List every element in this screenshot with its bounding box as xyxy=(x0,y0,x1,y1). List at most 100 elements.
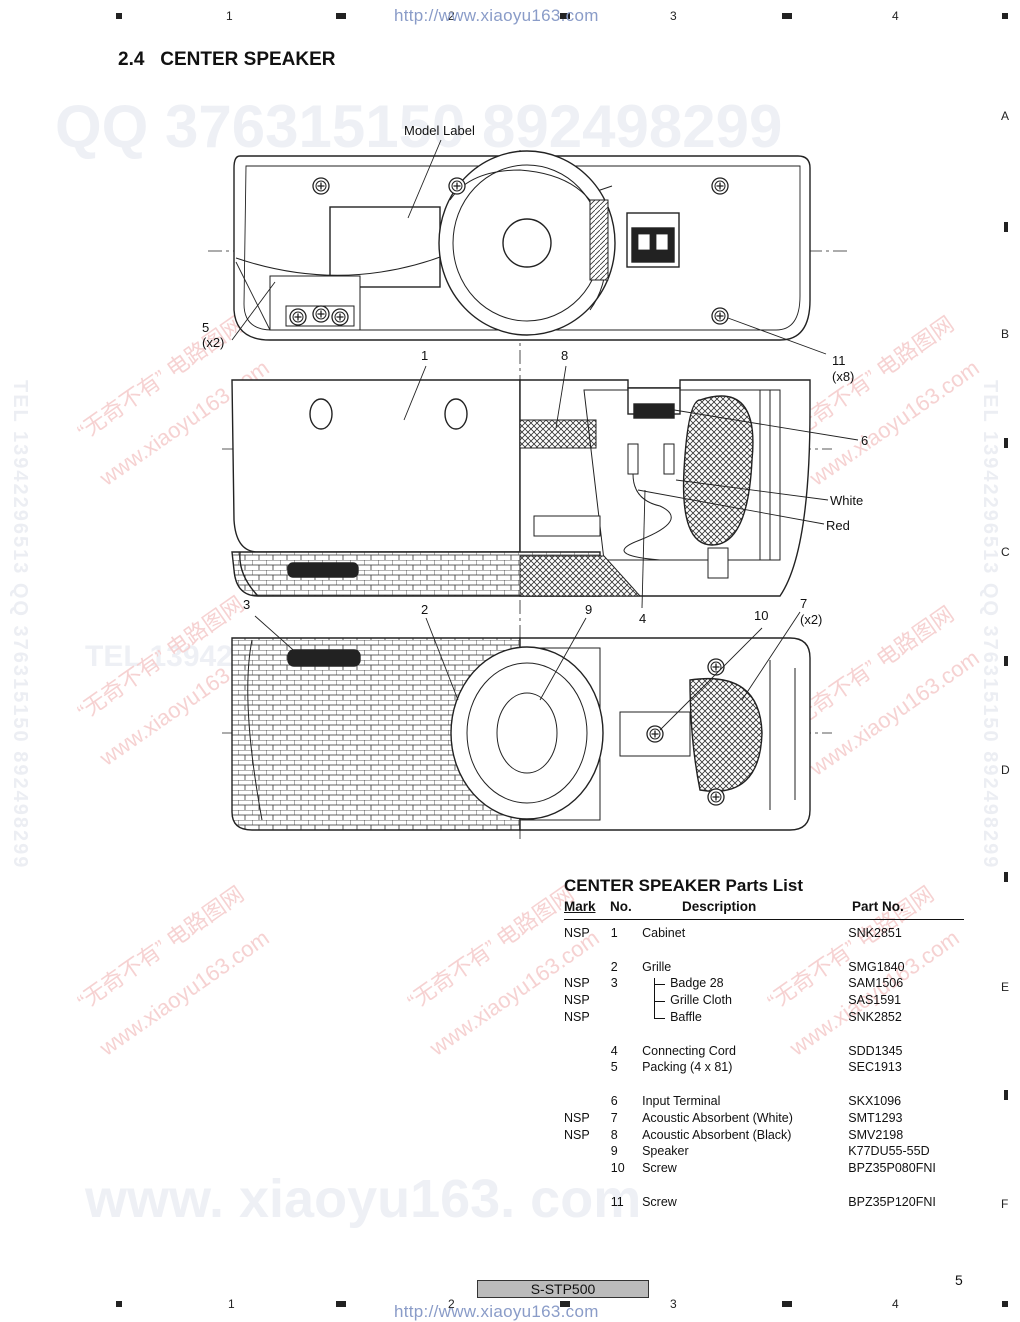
watermark-site-bottom: www. xiaoyu163. com xyxy=(85,1169,642,1229)
side-letter-e: E xyxy=(1001,980,1010,994)
bottom-front-view xyxy=(231,637,811,831)
part-code: SNK2852 xyxy=(848,1009,902,1024)
part-description: Speaker xyxy=(642,1144,689,1159)
callout-7-qty: (x2) xyxy=(800,612,823,627)
callout-5: 5 xyxy=(202,320,210,335)
callout-8: 8 xyxy=(561,348,569,363)
part-number: 4 xyxy=(610,1043,618,1058)
part-number: 1 xyxy=(610,926,618,940)
footer-grid-number-1: 1 xyxy=(228,1297,235,1311)
part-description: Packing (4 x 81) xyxy=(642,1060,733,1075)
grid-mark xyxy=(336,1301,346,1307)
callout-white: White xyxy=(830,493,864,508)
header-mark: Mark xyxy=(564,899,596,914)
middle-section-view xyxy=(231,379,811,597)
page-number: 5 xyxy=(955,1272,963,1288)
callout-3: 3 xyxy=(243,597,251,612)
side-mark xyxy=(1004,438,1008,448)
tree-connector xyxy=(654,1001,666,1019)
part-description: Screw xyxy=(642,1194,677,1209)
part-code: SMV2198 xyxy=(848,1127,904,1142)
part-number: 7 xyxy=(610,1110,618,1125)
callout-10: 10 xyxy=(754,608,769,623)
header-no: No. xyxy=(610,899,632,914)
callout-7: 7 xyxy=(800,596,808,611)
parts-list: CENTER SPEAKER Parts List Mark No. Descr… xyxy=(564,876,964,1212)
part-number: 11 xyxy=(610,1194,624,1209)
part-code: BPZ35P120FNI xyxy=(848,1194,936,1209)
part-code: SAM1506 xyxy=(848,976,904,991)
part-description: Screw xyxy=(642,1161,677,1176)
parts-list-header: Mark No. Description Part No. xyxy=(564,899,964,920)
watermark-vertical-left: TEL 13942296513 QQ 376315150 892498299 xyxy=(9,380,31,870)
footer-url-link[interactable]: http://www.xiaoyu163.com xyxy=(394,1302,599,1321)
leader-lines xyxy=(231,139,859,731)
part-mark: NSP xyxy=(564,1009,590,1024)
footer-model: S-STP500 xyxy=(477,1280,649,1298)
section-title: 2.4 CENTER SPEAKER xyxy=(118,49,336,70)
grid-mark xyxy=(782,1301,792,1307)
callout-9: 9 xyxy=(585,602,593,617)
parts-row xyxy=(564,1077,964,1094)
tree-connector xyxy=(654,985,666,1003)
tree-connector xyxy=(654,978,666,986)
part-description: Connecting Cord xyxy=(642,1043,736,1058)
callout-2: 2 xyxy=(421,602,429,617)
part-mark: NSP xyxy=(564,976,590,991)
part-description: Grille xyxy=(642,959,672,974)
parts-list-title: CENTER SPEAKER Parts List xyxy=(564,876,803,895)
grid-number-1: 1 xyxy=(226,9,233,23)
part-description: Input Terminal xyxy=(642,1093,721,1108)
part-code: SMG1840 xyxy=(848,959,905,974)
grid-number-3: 3 xyxy=(670,9,677,23)
header-description: Description xyxy=(682,899,757,914)
footer-grid-number-4: 4 xyxy=(892,1297,899,1311)
parts-row xyxy=(564,1178,964,1195)
grid-mark xyxy=(116,13,122,19)
center-speaker-exploded-diagram xyxy=(208,139,859,840)
callout-red: Red xyxy=(826,518,850,533)
grid-mark xyxy=(560,1301,570,1307)
side-letter-f: F xyxy=(1001,1197,1009,1211)
parts-row: 11 Screw BPZ35P120FNI xyxy=(564,1195,964,1212)
grid-mark xyxy=(1002,1301,1008,1307)
side-mark xyxy=(1004,872,1008,882)
grid-mark xyxy=(116,1301,122,1307)
part-code: SMT1293 xyxy=(848,1110,903,1125)
header-part-no: Part No. xyxy=(852,899,904,914)
callout-4: 4 xyxy=(639,611,647,626)
part-mark: NSP xyxy=(564,1110,590,1125)
side-letter-c: C xyxy=(1001,545,1010,559)
side-letter-d: D xyxy=(1001,763,1010,777)
part-description: Grille Cloth xyxy=(670,993,732,1008)
callout-11-qty: (x8) xyxy=(832,369,855,384)
side-mark xyxy=(1004,656,1008,666)
side-mark xyxy=(1004,222,1008,232)
parts-row xyxy=(564,943,964,960)
part-mark: NSP xyxy=(564,926,590,940)
part-number: 6 xyxy=(610,1093,618,1108)
watermark-vertical-right: TEL 13942296513 QQ 376315150 892498299 xyxy=(979,380,1001,870)
part-description: Badge 28 xyxy=(670,976,724,991)
grid-number-4: 4 xyxy=(892,9,899,23)
part-mark: NSP xyxy=(564,993,590,1008)
callout-11: 11 xyxy=(832,353,846,368)
header-url-link[interactable]: http://www.xiaoyu163.com xyxy=(394,6,599,25)
footer-grid-number-2: 2 xyxy=(448,1297,455,1311)
side-letter-b: B xyxy=(1001,327,1010,341)
parts-row xyxy=(564,1027,964,1044)
part-code: SAS1591 xyxy=(848,993,902,1008)
part-number: 8 xyxy=(610,1127,618,1142)
part-code: K77DU55-55D xyxy=(848,1144,930,1159)
side-letter-a: A xyxy=(1001,109,1010,123)
part-mark: NSP xyxy=(564,1127,590,1142)
